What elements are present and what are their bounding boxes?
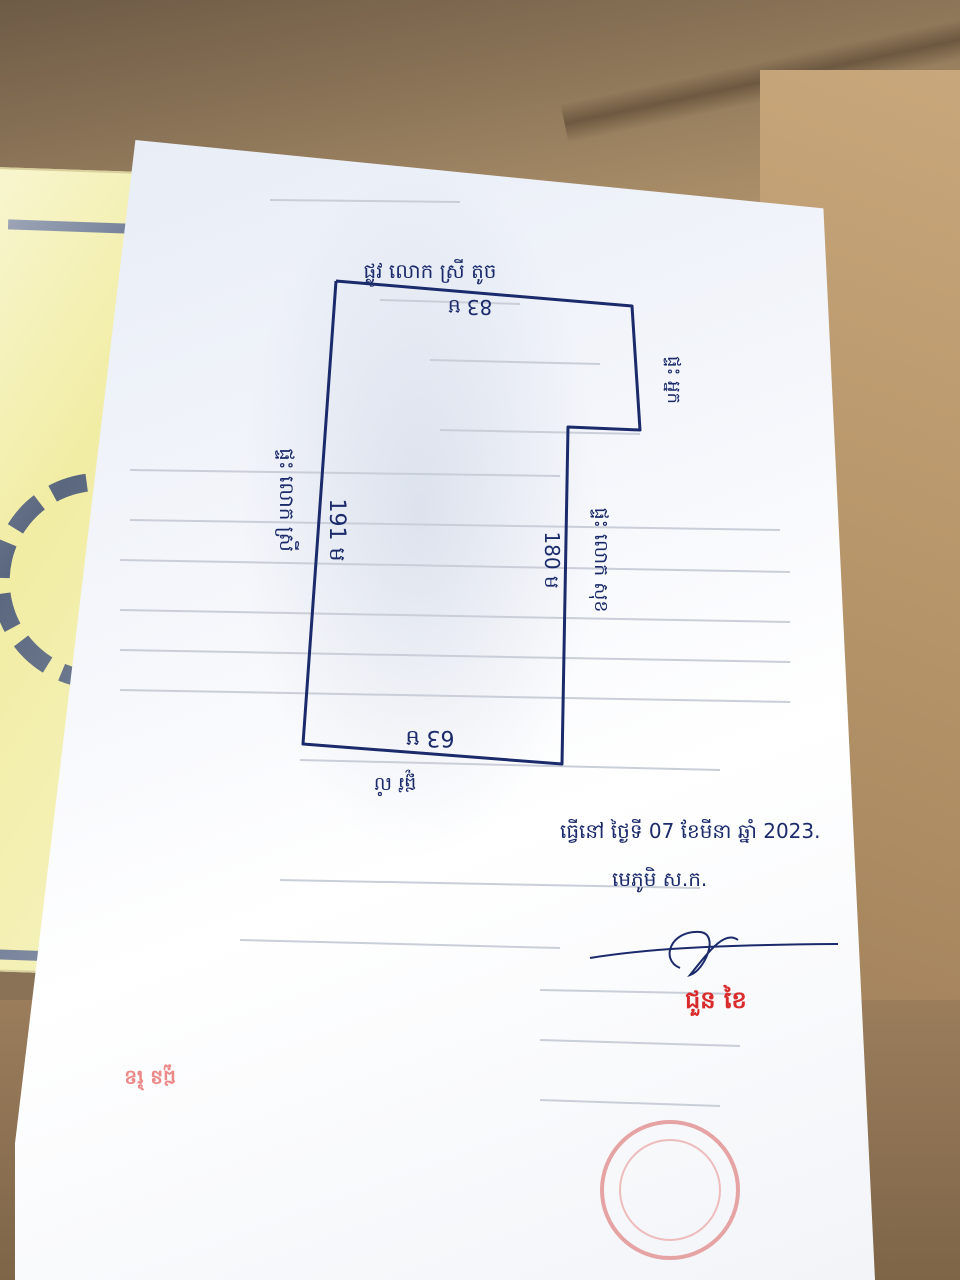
- red-name-faint-mark: ជួន ខៃ: [124, 1064, 175, 1091]
- bottom-road-label: ផ្លូវ លំ: [374, 769, 416, 797]
- top-road-label: ផ្លូវ លោក ស្រី តូច: [364, 258, 497, 287]
- top-dimension: 83 ម: [448, 295, 493, 319]
- left-neighbor-label: ផ្ទះ លោក ស្រី: [275, 448, 300, 552]
- red-name-mark: ជួន ខៃ: [685, 984, 747, 1017]
- faint-form-print: [119, 199, 791, 1107]
- official-stamp-icon: [600, 1120, 740, 1260]
- right-neighbor-label: ផ្ទះ អ្នក: [663, 356, 684, 404]
- left-dimension: 191 ម: [324, 499, 349, 562]
- inner-neighbor-label: ផ្ទះ លោក សុខ: [588, 508, 612, 613]
- signature-line: [589, 943, 839, 959]
- land-plot-outline: [301, 279, 642, 766]
- location-line: មេភូមិ ស.ក.: [612, 866, 707, 893]
- paper-sheet: [15, 140, 875, 1280]
- date-line: ធ្វើនៅ ថ្ងៃទី 07 ខែមីនា ឆ្នាំ 2023.: [560, 818, 821, 843]
- bottom-dimension: 63 ម: [406, 725, 455, 750]
- signature-scribble: [668, 930, 739, 978]
- inner-dimension: 180 ម: [540, 531, 564, 588]
- paper-shadow: [240, 160, 600, 860]
